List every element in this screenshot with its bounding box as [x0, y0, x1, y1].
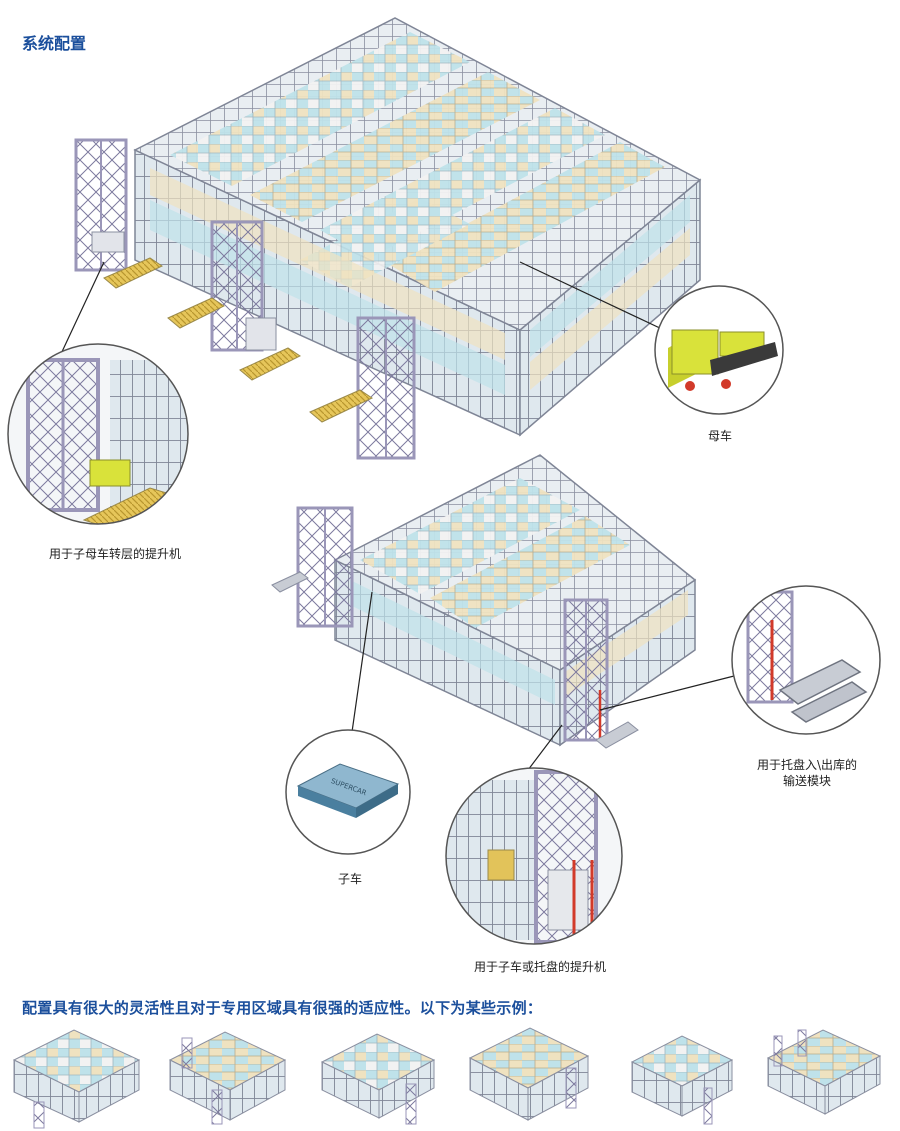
examples-heading: 配置具有很大的灵活性且对于专用区域具有很强的适应性。以下为某些示例：	[22, 999, 543, 1017]
callout-leaders	[59, 261, 735, 771]
example-thumbnail	[468, 1027, 590, 1121]
main-lift-middle	[210, 220, 277, 352]
inset-lift-layer	[7, 343, 189, 525]
caption-lift-layer: 用于子母车转层的提升机	[48, 547, 181, 561]
section-title: 系统配置	[22, 34, 87, 53]
main-conveyors	[103, 257, 374, 423]
example-thumbnail	[168, 1031, 287, 1125]
example-thumbnails	[12, 1027, 882, 1129]
main-lift-left	[74, 138, 128, 272]
second-lift-left	[271, 506, 354, 628]
example-thumbnail	[766, 1029, 882, 1115]
caption-conveyor-line1: 用于托盘入\出库的	[756, 758, 858, 772]
example-thumbnail	[630, 1035, 734, 1125]
second-rack	[333, 454, 697, 747]
main-lift-right	[356, 316, 416, 460]
caption-lift-pallet: 用于子车或托盘的提升机	[473, 960, 606, 974]
inset-child-cart: SUPERCAR	[285, 729, 411, 855]
caption-conveyor-line2: 输送模块	[782, 774, 831, 788]
inset-parent-cart	[654, 285, 784, 415]
example-thumbnail	[320, 1033, 436, 1125]
caption-parent-cart: 母车	[707, 429, 732, 443]
inset-conveyor-module	[731, 585, 881, 735]
second-lift-right	[563, 598, 639, 749]
example-thumbnail	[12, 1029, 141, 1129]
caption-child-cart: 子车	[337, 872, 362, 886]
inset-lift-pallet	[445, 767, 623, 945]
